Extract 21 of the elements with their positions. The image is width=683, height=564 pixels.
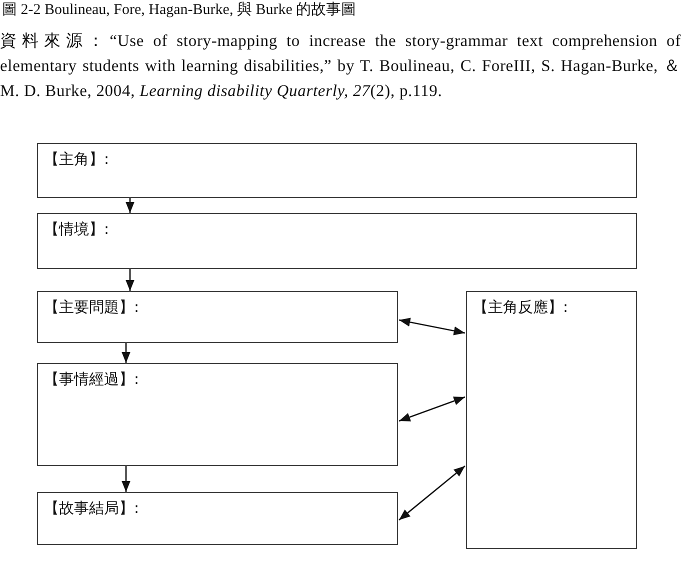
box-heading: 【情境】: — [44, 220, 110, 239]
story-box — [37, 213, 637, 269]
arrow — [122, 343, 130, 363]
arrow — [398, 465, 466, 521]
arrow — [122, 466, 130, 492]
story-box — [37, 143, 637, 198]
box-heading: 【主角】: — [44, 150, 110, 169]
box-heading: 【事情經過】: — [44, 370, 140, 389]
box-heading: 【主要問題】: — [44, 298, 140, 317]
box-heading: 【主角反應】: — [473, 298, 568, 317]
figure-title: 圖 2-2 Boulineau, Fore, Hagan-Burke, 與 Burke 的故事圖 — [2, 1, 356, 19]
source-note: 資料來源：“Use of story-mapping to increase the story-grammar text comprehension of elementary students with learning disabilities,” by T. Boulineau, C. ForeIII, S. Hagan-Burke, ＆ M. D. Burke, 2004, Learning disability Quarterly, 27(2), p.119. — [0, 30, 681, 102]
story-box — [37, 492, 398, 545]
box-heading: 【故事結局】: — [44, 499, 140, 518]
arrow — [398, 318, 466, 336]
arrow — [398, 396, 466, 422]
story-box — [37, 291, 398, 343]
arrow — [126, 269, 134, 291]
arrow — [126, 198, 134, 213]
story-box — [466, 291, 637, 549]
story-box — [37, 363, 398, 466]
